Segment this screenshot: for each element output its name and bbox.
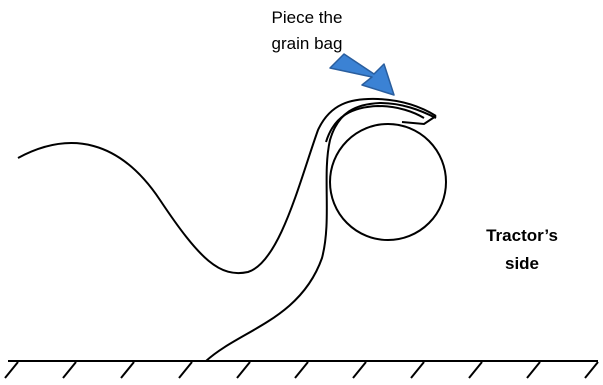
annotation-line-2: grain bag: [271, 34, 343, 53]
cut-flap: [401, 115, 437, 126]
annotation-line-1: Piece the: [271, 8, 343, 27]
grain-bag-layer-top: [325, 104, 425, 143]
grain-bag-outer-curve: [17, 97, 437, 274]
ground-hatching: [4, 361, 599, 379]
side-label-line-1: Tractor’s: [486, 226, 558, 245]
roller-circle: [329, 123, 447, 241]
pierce-arrow-icon: [329, 53, 395, 96]
grain-bag-inner-layer: [205, 101, 437, 362]
side-label-line-2: side: [504, 254, 540, 273]
